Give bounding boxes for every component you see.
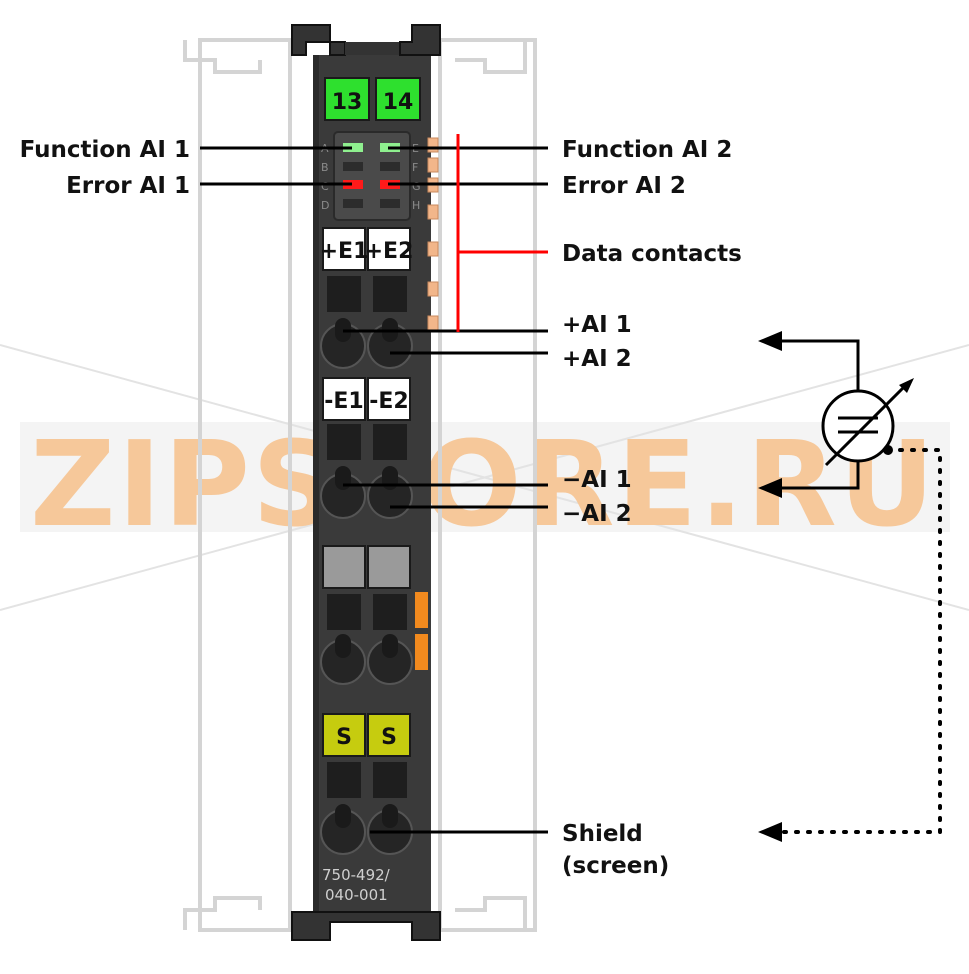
marker-tab-13 — [324, 77, 370, 121]
terminal-label-minus-e1 — [322, 377, 366, 421]
model-number-line1: 750-492/ — [322, 866, 391, 884]
led-panel — [333, 131, 411, 221]
data-contacts-bracket — [456, 134, 548, 332]
plus-e1-text: +E1 — [320, 239, 369, 264]
tab-13-label: 13 — [332, 90, 363, 115]
power-jumper-contact-1 — [415, 592, 428, 628]
minus-e1-text: -E1 — [324, 389, 363, 414]
led-error-ai1 — [343, 180, 363, 189]
push-button-1 — [327, 276, 361, 312]
shield-s1-text: S — [336, 725, 352, 750]
model-number-line2: 040-001 — [325, 886, 388, 904]
terminal-label-minus-e2 — [367, 377, 411, 421]
shield-s2-text: S — [381, 725, 397, 750]
led-letter-f: F — [412, 161, 418, 174]
labels: Function AI 1 Error AI 1 Function AI 2 E… — [20, 137, 742, 879]
led-letter-c: C — [321, 180, 329, 193]
led-letter-d: D — [321, 199, 329, 212]
label-plus-ai1: +AI 1 — [562, 312, 632, 338]
label-data-contacts: Data contacts — [562, 241, 742, 267]
led-function-ai1 — [343, 143, 363, 152]
label-function-ai1: Function AI 1 — [20, 137, 190, 163]
blank-tab-1 — [322, 545, 366, 589]
rail-hook-bottom — [291, 911, 441, 941]
leader-lines — [200, 146, 548, 834]
arrow-minus-ai1-icon — [758, 478, 782, 498]
label-error-ai2: Error AI 2 — [562, 173, 686, 199]
label-shield-line1: Shield — [562, 821, 643, 847]
label-minus-ai2: −AI 2 — [562, 501, 632, 527]
power-jumper-contact-2 — [415, 634, 428, 670]
shield-tab-1 — [322, 713, 366, 757]
arrow-shield-icon — [758, 822, 782, 842]
watermark: ZIPSTORE.RU — [0, 344, 969, 611]
marker-tab-14 — [375, 77, 421, 121]
label-function-ai2: Function AI 2 — [562, 137, 732, 163]
rail-hook-top — [291, 24, 346, 56]
label-shield-line2: (screen) — [562, 853, 669, 879]
led-letter-g: G — [412, 180, 421, 193]
label-error-ai1: Error AI 1 — [66, 173, 190, 199]
blank-tab-2 — [367, 545, 411, 589]
label-plus-ai2: +AI 2 — [562, 346, 632, 372]
clamp-plus-ai1 — [320, 318, 366, 369]
led-letter-h: H — [412, 199, 420, 212]
sensor-circuit — [758, 331, 942, 842]
led-letter-b: B — [321, 161, 329, 174]
push-button-2 — [373, 276, 407, 312]
plus-e2-text: +E2 — [365, 239, 414, 264]
shield-tab-2 — [367, 713, 411, 757]
label-minus-ai1: −AI 1 — [562, 467, 632, 493]
arrow-plus-ai1-icon — [758, 331, 782, 351]
minus-e2-text: -E2 — [369, 389, 408, 414]
variable-capacitor-sensor-icon — [821, 378, 914, 467]
terminal-label-plus-e2 — [367, 227, 411, 271]
tab-14-label: 14 — [383, 90, 414, 115]
io-module: 13 14 A B C D E F G H +E1 — [291, 24, 441, 941]
terminal-label-plus-e1 — [322, 227, 366, 271]
